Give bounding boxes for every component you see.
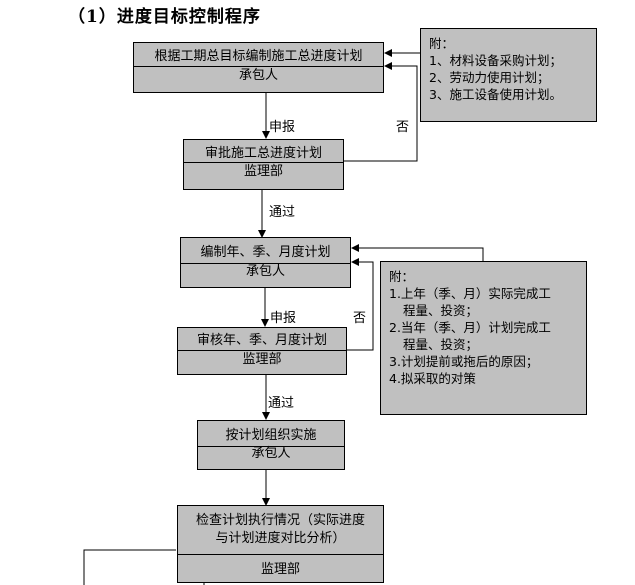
note-item: 2.当年（季、月）计划完成工 [389, 320, 551, 335]
divider [184, 162, 343, 163]
divider [178, 350, 346, 351]
label-reject: 否 [353, 311, 367, 326]
note-item: 2、劳动力使用计划； [429, 70, 550, 85]
label-reject: 否 [396, 120, 410, 135]
label-submit: 申报 [270, 311, 297, 326]
task-text: 根据工期总目标编制施工总进度计划 [154, 49, 363, 64]
note-item: 1、材料设备采购计划； [429, 53, 562, 68]
arrow-note2-to-b3 [351, 244, 484, 261]
role-text: 承包人 [238, 68, 278, 83]
box-review-periodic-plans: 审核年、季、月度计划 监理部 [177, 327, 347, 375]
label-pass: 通过 [269, 205, 296, 220]
task-text-line1: 检查计划执行情况（实际进度 [195, 513, 365, 528]
note-item: 3、施工设备使用计划。 [429, 87, 562, 102]
role-text: 承包人 [251, 446, 291, 461]
task-text: 审批施工总进度计划 [204, 146, 322, 161]
role-text: 监理部 [260, 562, 300, 577]
note-item: 3.计划提前或拖后的原因； [389, 354, 539, 369]
note-item: 1.上年（季、月）实际完成工 [389, 286, 551, 301]
label-submit: 申报 [269, 120, 296, 135]
arrow-reject-b2-to-b1 [344, 62, 418, 162]
task-text: 按计划组织实施 [225, 428, 317, 443]
arrow-reject-b4-to-b3 [347, 258, 374, 351]
divider [178, 554, 383, 555]
divider [134, 66, 383, 67]
note-heading: 附： [389, 269, 415, 284]
role-text: 监理部 [243, 164, 283, 179]
line-b6-left-branch [83, 549, 176, 585]
page-title: （1）进度目标控制程序 [68, 7, 261, 27]
task-text-line2: 与计划进度对比分析） [215, 531, 346, 546]
box-master-schedule: 根据工期总目标编制施工总进度计划 承包人 [133, 42, 384, 93]
label-pass: 通过 [268, 396, 295, 411]
box-implement-plan: 按计划组织实施 承包人 [197, 420, 345, 470]
role-text: 监理部 [242, 352, 282, 367]
role-text: 承包人 [245, 264, 285, 279]
note-attachment-1: 附： 1、材料设备采购计划； 2、劳动力使用计划； 3、施工设备使用计划。 [420, 28, 597, 122]
note-item: 4.拟采取的对策 [389, 371, 476, 386]
box-approve-master-schedule: 审批施工总进度计划 监理部 [183, 139, 344, 190]
divider [198, 446, 344, 447]
box-periodic-plans: 编制年、季、月度计划 承包人 [180, 237, 351, 288]
divider [181, 263, 350, 264]
box-check-execution: 检查计划执行情况（实际进度 与计划进度对比分析） 监理部 [177, 505, 384, 583]
task-text: 编制年、季、月度计划 [200, 245, 331, 260]
note-heading: 附： [429, 36, 455, 51]
note-attachment-2: 附： 1.上年（季、月）实际完成工 程量、投资； 2.当年（季、月）计划完成工 … [380, 261, 587, 415]
note-item: 程量、投资； [403, 303, 479, 318]
note-item: 程量、投资； [403, 337, 479, 352]
task-text: 审核年、季、月度计划 [196, 333, 327, 348]
